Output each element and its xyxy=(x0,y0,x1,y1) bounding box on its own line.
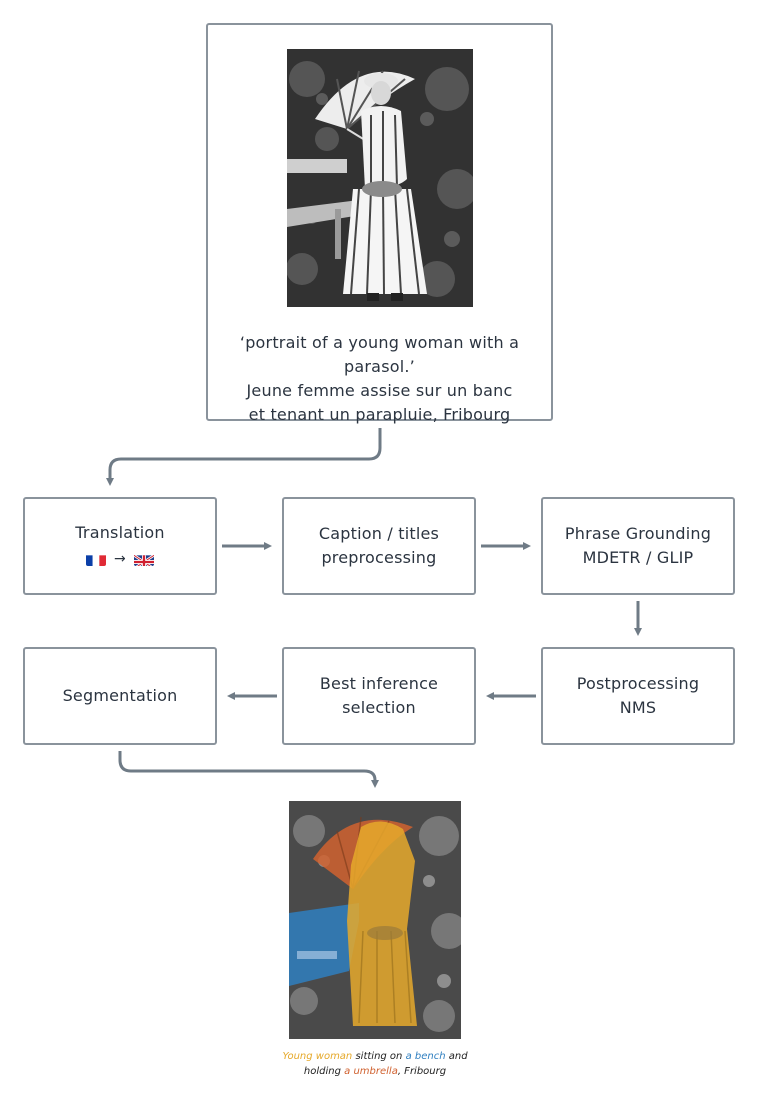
arrow-input-to-translation xyxy=(106,428,382,486)
phrase-a-bench: a bench xyxy=(405,1051,446,1062)
segmentation-label: Segmentation xyxy=(62,686,178,705)
caption-english: ‘portrait of a young woman with a paraso… xyxy=(239,333,520,376)
phrase-fribourg: , Fribourg xyxy=(397,1066,447,1077)
best-inference-line-2: selection xyxy=(342,698,416,717)
best-inference-line-1: Best inference xyxy=(319,674,439,693)
caption-preprocessing-line-2: preprocessing xyxy=(321,548,437,567)
translation-arrow: → xyxy=(114,551,126,567)
segmentation-node: Segmentation xyxy=(23,647,217,745)
phrase-holding: holding xyxy=(303,1066,345,1077)
phrase-young-woman: Young woman xyxy=(282,1051,353,1062)
phrase-a-umbrella: a umbrella xyxy=(344,1066,398,1077)
postprocessing-line-1: Postprocessing xyxy=(576,674,700,693)
arrow-segmentation-to-output xyxy=(118,751,379,788)
output-caption-line-2: holding a umbrella, Fribourg xyxy=(240,1064,510,1079)
translation-node: Translation → xyxy=(23,497,217,595)
phrase-grounding-line-1: Phrase Grounding xyxy=(564,524,712,543)
phrase-grounding-line-2: MDETR / GLIP xyxy=(582,548,694,567)
output-caption-line-1: Young woman sitting on a bench and xyxy=(240,1049,510,1064)
postprocessing-node: Postprocessing NMS xyxy=(541,647,735,745)
phrase-and: and xyxy=(445,1051,468,1062)
input-caption: ‘portrait of a young woman with a paraso… xyxy=(208,331,551,427)
phrase-sitting-on: sitting on xyxy=(352,1051,406,1062)
output-caption: Young woman sitting on a bench and holdi… xyxy=(240,1049,510,1079)
caption-french-line-1: Jeune femme assise sur un banc xyxy=(246,381,513,400)
input-card: ‘portrait of a young woman with a paraso… xyxy=(206,23,553,424)
postprocessing-line-2: NMS xyxy=(619,698,657,717)
input-photo xyxy=(287,49,473,307)
translation-flags: → xyxy=(86,547,154,571)
translation-label: Translation xyxy=(75,523,165,542)
caption-preprocessing-node: Caption / titles preprocessing xyxy=(282,497,476,595)
best-inference-node: Best inference selection xyxy=(282,647,476,745)
caption-french-line-2: et tenant un parapluie, Fribourg xyxy=(248,405,511,424)
caption-preprocessing-line-1: Caption / titles xyxy=(318,524,440,543)
uk-flag-icon xyxy=(133,552,154,566)
phrase-grounding-node: Phrase Grounding MDETR / GLIP xyxy=(541,497,735,595)
segmented-output-photo xyxy=(289,801,461,1039)
france-flag-icon xyxy=(86,552,107,566)
